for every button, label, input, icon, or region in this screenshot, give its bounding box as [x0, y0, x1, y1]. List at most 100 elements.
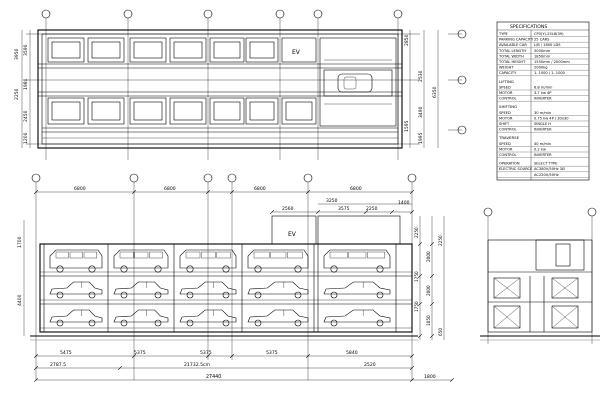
spec-label: ELECTRIC SOURCE — [499, 167, 533, 171]
spec-value: 6.8 m/min — [534, 85, 552, 89]
plan-dim-left-1: 2250 — [14, 88, 20, 100]
spec-label: CONTROL — [499, 128, 517, 132]
spec-label: TYPE — [498, 32, 509, 36]
spec-value: 3.7 kw 4P — [534, 91, 552, 95]
elev-bot-4: 5840 — [346, 350, 358, 356]
elev-right-dim-2: 1750 — [414, 271, 419, 282]
elev-bay-1: 6800 — [164, 186, 176, 192]
plan-dim-left-3: 1980 — [23, 78, 29, 90]
sedan-mid-0 — [49, 281, 103, 299]
plan-dim-left-2: 3590 — [23, 44, 29, 56]
spec-value: CP3(Y)-25L8(39) — [534, 32, 564, 36]
side-racks — [493, 276, 579, 332]
spec-value: SINGLE H — [534, 122, 551, 126]
elevation-cars — [49, 249, 391, 327]
elev-topdim-0: 2560 — [282, 206, 294, 212]
van-top-2 — [179, 249, 237, 273]
spec-section-title: LIFTING — [499, 79, 514, 84]
plan-dim-right-0: 2850 — [404, 34, 410, 46]
spec-label: SPEED — [499, 142, 511, 146]
spec-title: SPECIFICATIONS — [510, 24, 547, 30]
sedan-bot-3 — [247, 309, 309, 327]
elev-ev-label: EV — [288, 231, 297, 238]
elev-right-dim-5: 2250 — [438, 235, 443, 246]
spec-label: TOTAL HEIGHT — [498, 60, 526, 64]
spec-value: INVERTER — [534, 128, 552, 132]
sedan-bot-4 — [323, 309, 391, 327]
elev-bot-left: 2787.5 — [50, 362, 66, 368]
spec-table: SPECIFICATIONS TYPE CP3(Y)-25L8(39)PARKIN… — [496, 21, 590, 181]
elev-right-dim-3: 2000 — [426, 285, 431, 296]
spec-value: 1850mm — [534, 54, 551, 58]
elev-bot-0: 5475 — [60, 350, 72, 356]
plan-dim-left-4: 2450 — [23, 110, 29, 122]
spec-label: MOTOR — [499, 147, 513, 151]
elev-bot-3: 5375 — [266, 350, 278, 356]
spec-value: 2000kg — [534, 66, 548, 70]
elev-bot-1: 5375 — [134, 350, 146, 356]
plan-upper-slots — [47, 37, 279, 63]
elev-topdim-1: 3250 — [326, 198, 338, 204]
elevation-grid-bubbles — [31, 173, 417, 183]
elev-topdim-4: 1400 — [398, 200, 410, 206]
spec-label: MOTOR — [499, 116, 513, 120]
spec-value: INVERTER — [534, 153, 552, 157]
plan-dim-right-3: 3490 — [418, 106, 424, 118]
elev-topdim-3: 2250 — [366, 206, 378, 212]
spec-value: 30 m/min — [534, 111, 551, 115]
van-top-4 — [323, 249, 391, 273]
spec-label: AVAILABLE CAR — [499, 43, 527, 47]
dimension-ticks — [33, 189, 455, 383]
elev-bot-2: 5375 — [200, 350, 212, 356]
elev-right-dim-7: 650 — [438, 328, 443, 336]
spec-section-title: SHIFTING — [499, 104, 517, 109]
spec-section-title: TRAVERSE — [498, 135, 520, 140]
sedan-bot-2 — [179, 309, 237, 327]
spec-value: L/B / 1800 LDS — [534, 43, 561, 47]
sedan-mid-2 — [179, 281, 237, 299]
van-top-0 — [49, 249, 103, 273]
sedan-bot-1 — [113, 309, 169, 327]
elevation-view: 6800 6800 6800 6800 2560 3250 3575 2250 … — [17, 173, 455, 383]
spec-value: 1. 1000 / 1. 1000 — [534, 71, 566, 75]
spec-label: CONTROL — [499, 153, 517, 157]
elev-bot-total: 21732.5cm — [184, 362, 211, 368]
elev-bay-3: 6800 — [350, 186, 362, 192]
spec-label: MOTOR — [499, 91, 513, 95]
spec-value: 40 m/min — [534, 142, 551, 146]
plan-dim-right-4: 1595 — [404, 120, 410, 132]
plan-dim-left-5: 1200 — [23, 132, 29, 144]
spec-label: PARKING CAPACITY — [499, 38, 534, 42]
spec-value: INVERTER — [534, 97, 552, 101]
spec-value: 1550mm / 2000mm — [534, 60, 570, 64]
elev-right-dim-1: 2000 — [426, 251, 431, 262]
elev-overall: 27440 — [206, 374, 221, 380]
elev-bot-right-small: 2520 — [364, 362, 376, 368]
plan-dim-right-1: 2530 — [418, 70, 424, 82]
spec-label: CONTROL — [499, 97, 517, 101]
spec-value: 0.75 kw 4P / 30x30 — [534, 116, 569, 120]
sedan-bot-0 — [49, 309, 103, 327]
spec-value: 0.2 kw — [534, 147, 546, 151]
spec-value: AC220V/50Hz — [534, 173, 559, 177]
elev-right-dim-4: 1750 — [414, 301, 419, 312]
plan-ev-label: EV — [292, 49, 301, 56]
elev-bay-0: 6800 — [74, 186, 86, 192]
plan-lower-slots — [47, 97, 317, 125]
plan-dim-left-0: 3950 — [14, 48, 20, 60]
elev-right-dim-0: 2250 — [414, 227, 419, 238]
elev-left-dim-1: 4400 — [17, 294, 23, 306]
spec-label: TOTAL WIDTH — [498, 54, 524, 58]
elev-left-dim-0: 1700 — [17, 236, 23, 248]
spec-label: SHIFT — [499, 122, 510, 126]
sedan-mid-4 — [323, 281, 391, 299]
spec-label: SPEED — [499, 111, 511, 115]
van-top-3 — [247, 249, 309, 273]
side-section-view — [480, 207, 600, 344]
elev-bay-2: 6800 — [254, 186, 266, 192]
sedan-mid-1 — [113, 281, 169, 299]
elev-right-dim-6: 1050 — [426, 315, 431, 326]
spec-label: SPEED — [499, 85, 511, 89]
